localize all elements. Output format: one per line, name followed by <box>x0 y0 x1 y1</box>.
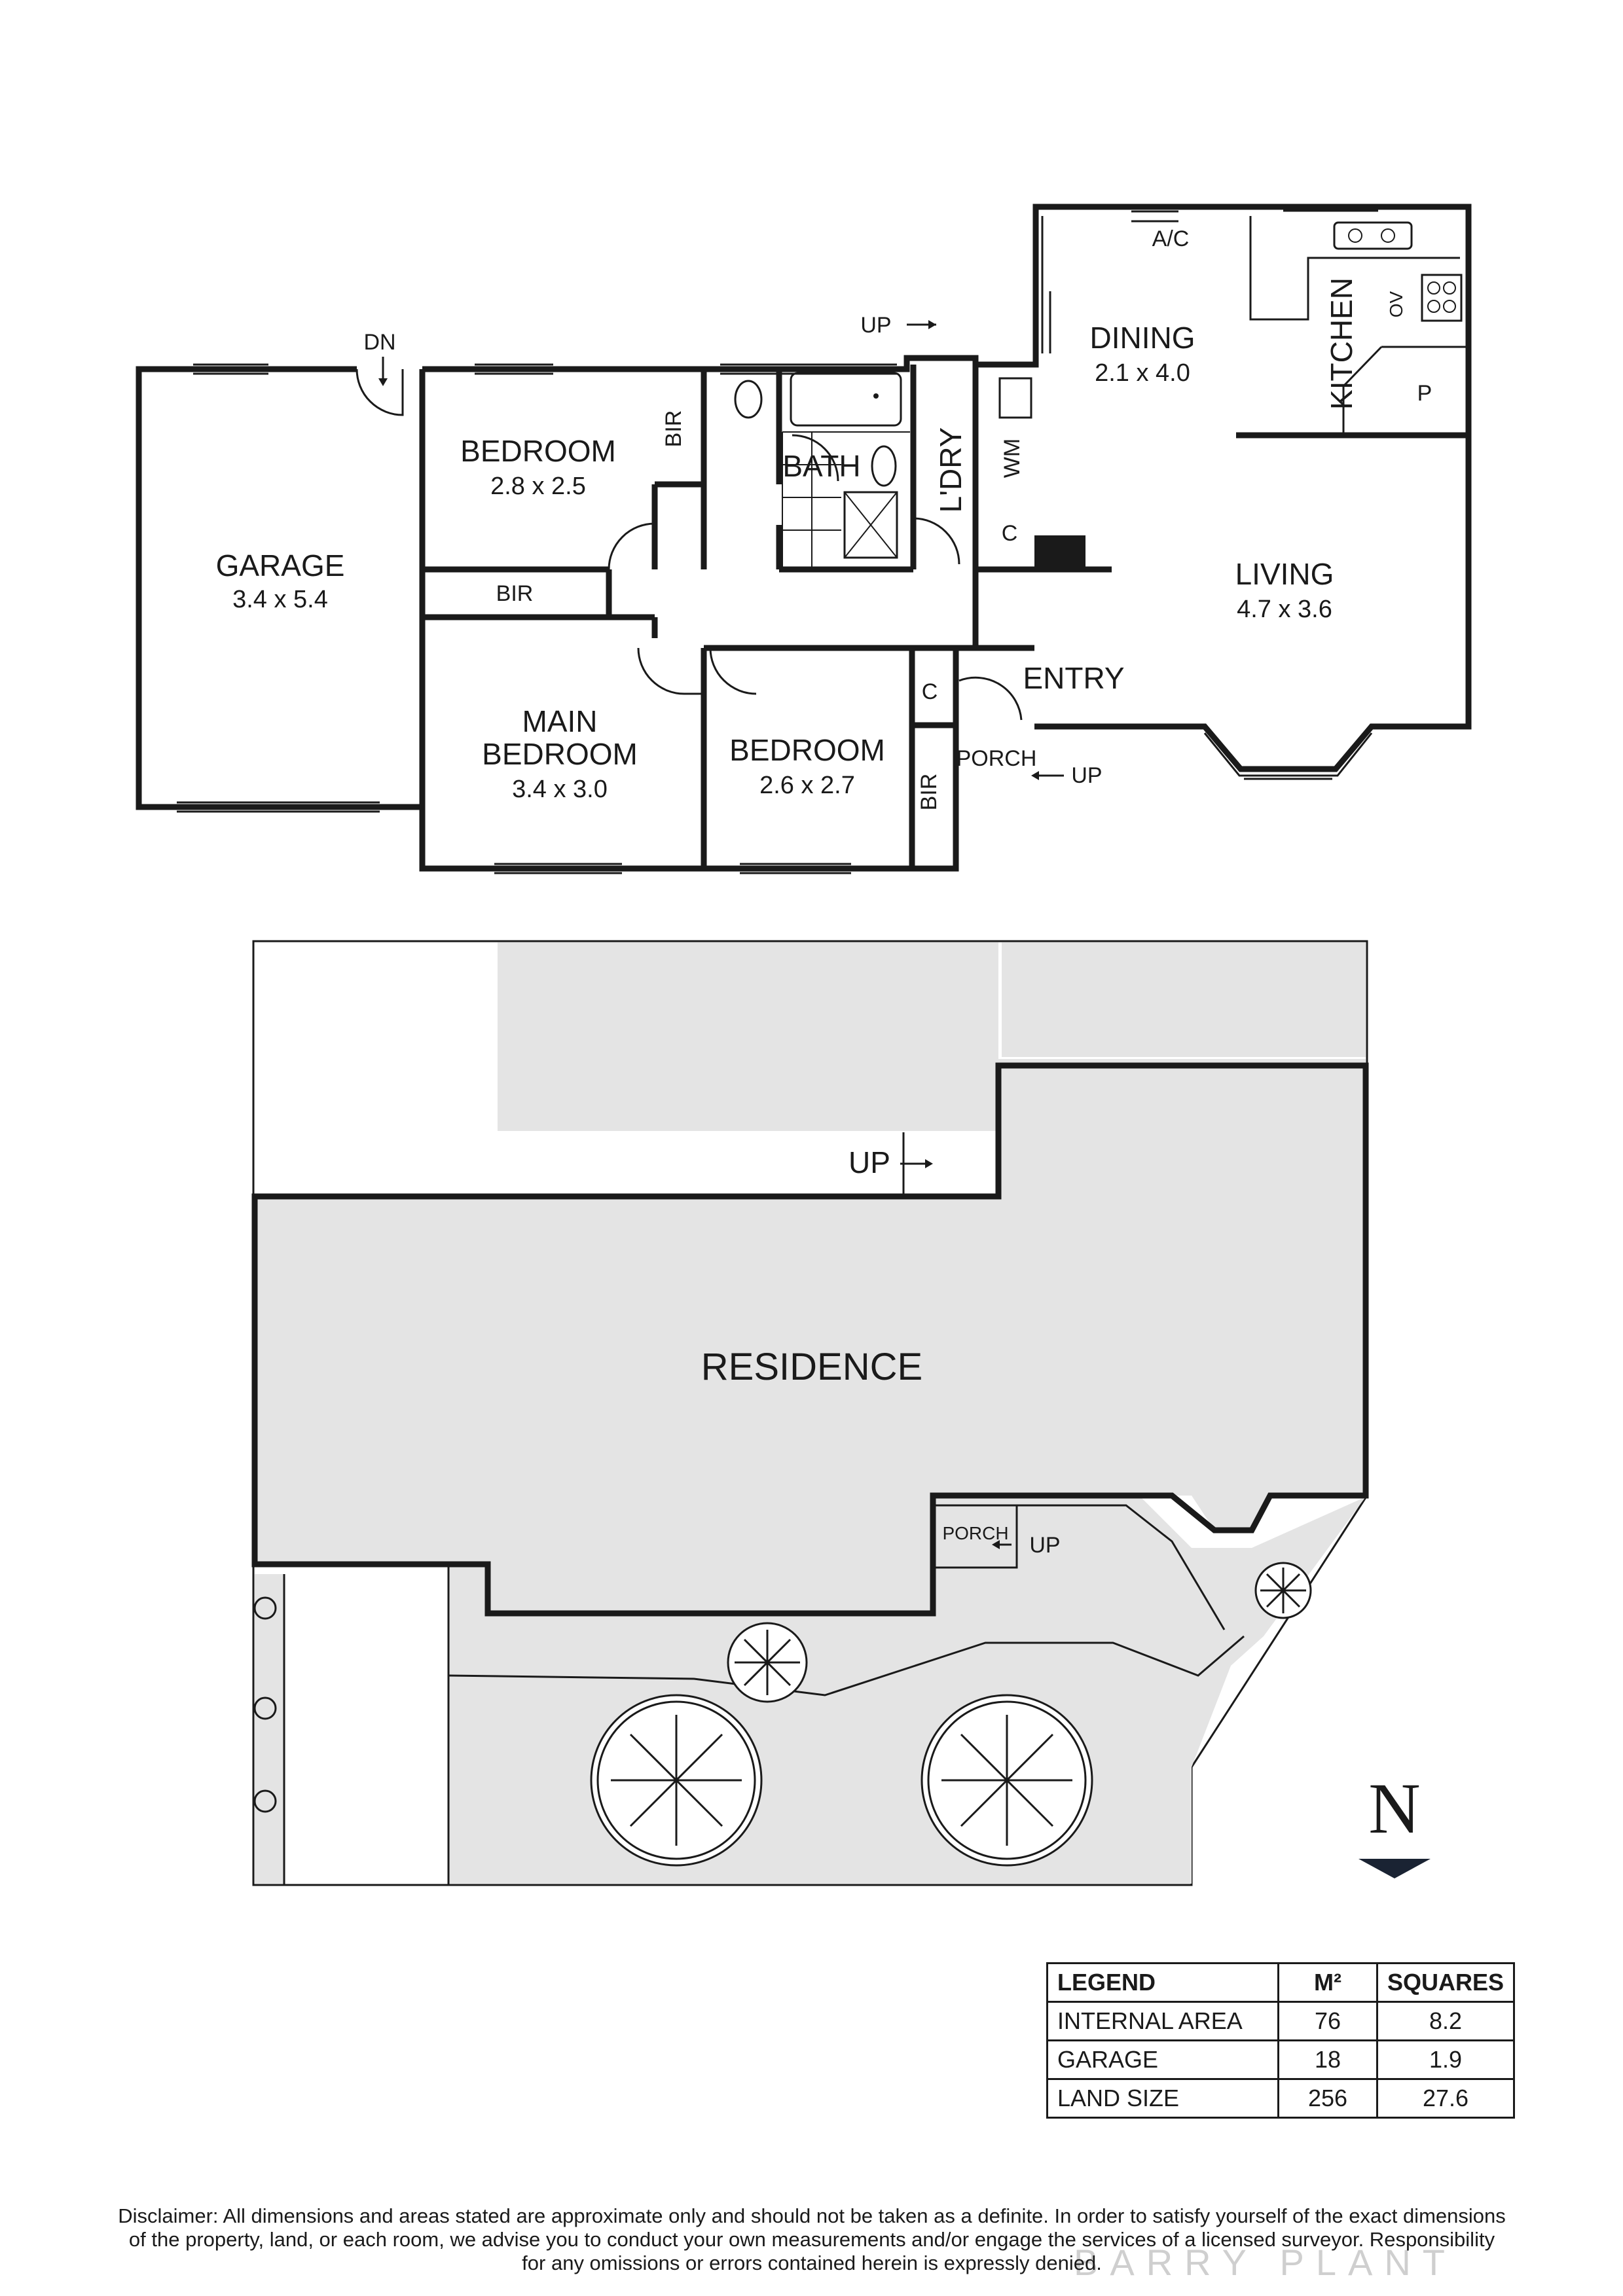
residence-outline <box>251 1062 1369 1617</box>
disclaimer-line: Disclaimer: All dimensions and areas sta… <box>118 2204 1506 2227</box>
table-row: LAND SIZE 256 27.6 <box>1046 2078 1516 2119</box>
north-letter: N <box>1368 1768 1420 1848</box>
disclaimer-line: for any omissions or errors contained he… <box>522 2251 1102 2274</box>
legend-cell: 1.9 <box>1376 2039 1516 2080</box>
residence-label: RESIDENCE <box>701 1346 922 1388</box>
dn-label: DN <box>363 330 395 355</box>
disclaimer-line: of the property, land, or each room, we … <box>128 2228 1495 2251</box>
floor-plan: GARAGE 3.4 x 5.4 BEDROOM 2.8 x 2.5 MAIN … <box>136 204 1472 874</box>
legend-table: LEGEND M² SQUARES INTERNAL AREA 76 8.2 G… <box>1046 1962 1516 2119</box>
north-arrow-icon <box>1359 1859 1431 1878</box>
legend-header: M² <box>1277 1962 1378 2003</box>
legend-header-row: LEGEND M² SQUARES <box>1046 1962 1516 2003</box>
garage-dims: 3.4 x 5.4 <box>232 586 328 613</box>
garage-walls <box>136 366 422 810</box>
living-dims: 4.7 x 3.6 <box>1237 596 1332 623</box>
table-row: INTERNAL AREA 76 8.2 <box>1046 2001 1516 2041</box>
bir-label-3: BIR <box>917 774 941 811</box>
laundry-label: L'DRY <box>934 427 968 513</box>
site-porch-label: PORCH <box>942 1523 1008 1543</box>
legend-header: LEGEND <box>1046 1962 1279 2003</box>
up-label-2: UP <box>1071 763 1102 788</box>
garage-label: GARAGE <box>216 548 345 583</box>
dining-label: DINING <box>1090 321 1195 355</box>
dining-dims: 2.1 x 4.0 <box>1095 359 1190 387</box>
legend-cell: 18 <box>1277 2039 1378 2080</box>
bedroom-2-label: BEDROOM <box>460 434 616 468</box>
bir-label-1: BIR <box>661 410 686 448</box>
north-compass: N <box>1359 1768 1431 1878</box>
legend-cell: 256 <box>1277 2078 1378 2119</box>
legend-cell: 27.6 <box>1376 2078 1516 2119</box>
porch-label: PORCH <box>957 746 1037 771</box>
main-bedroom-dims: 3.4 x 3.0 <box>512 776 608 803</box>
pantry-label: P <box>1417 381 1432 406</box>
bedroom-3-label: BEDROOM <box>729 733 885 767</box>
wm-label: WM <box>1000 439 1025 478</box>
interior-walls <box>422 365 1468 869</box>
disclaimer: Disclaimer: All dimensions and areas sta… <box>65 2204 1558 2275</box>
bath-label: BATH <box>782 449 860 483</box>
legend-cell: GARAGE <box>1046 2039 1279 2080</box>
oven-label: OV <box>1386 291 1406 317</box>
legend-cell: 76 <box>1277 2001 1378 2041</box>
ac-label: A/C <box>1152 226 1190 251</box>
legend-cell: LAND SIZE <box>1046 2078 1279 2119</box>
legend-cell: INTERNAL AREA <box>1046 2001 1279 2041</box>
legend-header: SQUARES <box>1376 1962 1516 2003</box>
site-up-label-2: UP <box>848 1145 890 1179</box>
garage-door-swing <box>356 368 404 416</box>
bir-label-2: BIR <box>496 581 534 606</box>
kitchen-label: KITCHEN <box>1324 278 1359 410</box>
entry-label: ENTRY <box>1023 661 1124 695</box>
watermark: BARRY PLANT <box>1074 2242 1457 2283</box>
up-label-1: UP <box>860 313 891 338</box>
legend-cell: 8.2 <box>1376 2001 1516 2041</box>
table-row: GARAGE 18 1.9 <box>1046 2039 1516 2080</box>
cupboard-label-2: C <box>922 679 938 704</box>
living-label: LIVING <box>1235 557 1334 591</box>
cupboard-label-1: C <box>1002 521 1018 546</box>
main-bedroom-label-2: BEDROOM <box>482 737 638 771</box>
bedroom-3-dims: 2.6 x 2.7 <box>759 772 855 799</box>
site-plan: RESIDENCE PORCH UP UP <box>251 940 1369 1886</box>
tree-icons <box>253 1562 1312 1867</box>
main-bedroom-label-1: MAIN <box>522 704 598 738</box>
site-up-label-1: UP <box>1029 1533 1060 1558</box>
bedroom-2-dims: 2.8 x 2.5 <box>490 473 586 500</box>
